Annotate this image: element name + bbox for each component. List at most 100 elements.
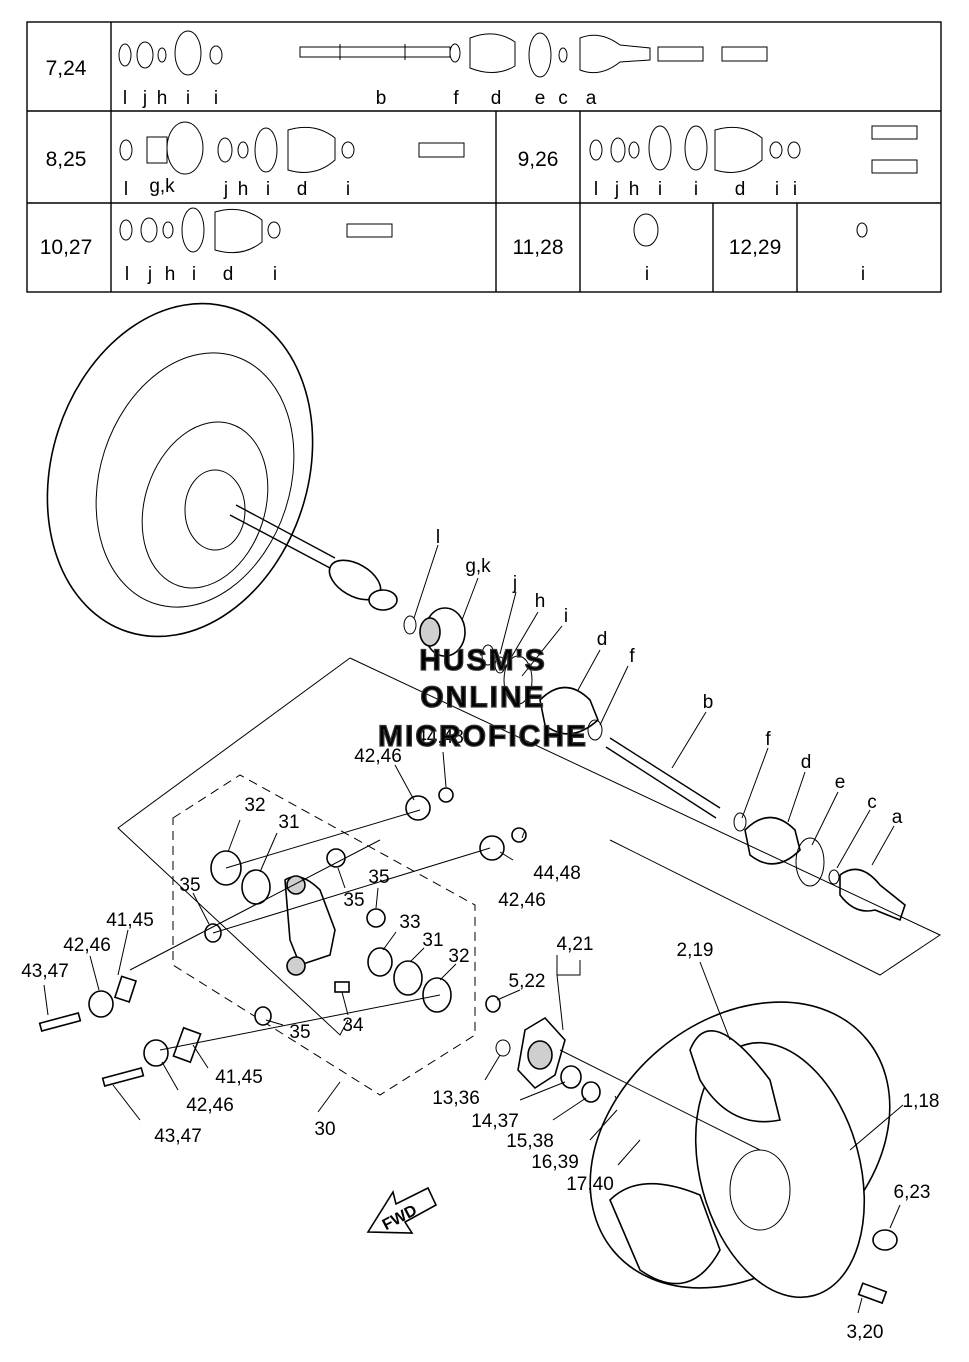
callout-31-top: 31	[278, 812, 299, 833]
callout-b: b	[703, 692, 714, 713]
hub-and-lower-wheel	[485, 995, 898, 1305]
arm-assembly	[38, 787, 527, 1088]
kit-10-27-letter-d: d	[223, 264, 234, 285]
callout-41-45-top: 41,45	[106, 910, 154, 931]
callout-34: 34	[342, 1015, 364, 1036]
callout-35-mid2: 35	[368, 867, 389, 888]
callout-44-48-right: 44,48	[533, 863, 581, 884]
callout-2-19: 2,19	[677, 940, 714, 961]
callout-15-38: 15,38	[506, 1131, 554, 1152]
callout-14-37: 14,37	[471, 1111, 519, 1132]
callout-labels: l g,k j h i d f b f d e c a 42,46 44,48 …	[21, 527, 939, 1343]
kit-9-26-letter-h: h	[629, 179, 640, 200]
kit-7-24-letter-a: a	[586, 88, 597, 109]
kit-10-27-letter-h: h	[165, 264, 176, 285]
callout-h: h	[535, 591, 546, 612]
kit-7-24-letter-h: h	[157, 88, 168, 109]
kit-9-26-letter-i3: i	[775, 179, 779, 200]
callout-42-46-left: 42,46	[63, 935, 111, 956]
callout-41-45-low: 41,45	[215, 1067, 263, 1088]
callout-gk: g,k	[465, 556, 491, 577]
callout-f1: f	[629, 646, 635, 667]
callout-44-48-top: 44,48	[416, 727, 464, 748]
callout-i: i	[564, 606, 568, 627]
callout-l: l	[436, 527, 440, 548]
callout-4-21: 4,21	[557, 934, 594, 955]
kit-10-27-letter-i2: i	[273, 264, 277, 285]
callout-c: c	[867, 792, 877, 813]
kit-9-26-letter-d: d	[735, 179, 746, 200]
callout-d1: d	[597, 629, 608, 650]
kit-8-25-letter-d: d	[297, 179, 308, 200]
kit-ref-11-28: 11,28	[513, 236, 564, 259]
watermark-line-1: HUSM'S	[419, 644, 546, 677]
callout-35-low: 35	[289, 1022, 310, 1043]
callout-31-mid: 31	[422, 930, 443, 951]
callout-16-39: 16,39	[531, 1152, 579, 1173]
fwd-arrow-icon: FWD	[366, 1186, 438, 1234]
callout-35-left: 35	[179, 875, 200, 896]
kit-9-26-parts	[589, 125, 918, 174]
kit-10-27-letter-l: l	[125, 264, 129, 285]
callout-30: 30	[314, 1119, 335, 1140]
kit-7-24-letter-c: c	[558, 88, 568, 109]
callout-5-22: 5,22	[509, 971, 546, 992]
kit-7-24-letter-i2: i	[214, 88, 218, 109]
kit-8-25-letter-i2: i	[346, 179, 350, 200]
callout-d2: d	[801, 752, 812, 773]
callout-3-20: 3,20	[847, 1322, 884, 1343]
callout-6-23: 6,23	[894, 1182, 931, 1203]
kit-10-27-parts	[119, 207, 868, 254]
callout-43-47-low: 43,47	[154, 1126, 202, 1147]
kit-7-24-letter-i: i	[186, 88, 190, 109]
kit-8-25-letter-h: h	[238, 179, 249, 200]
callout-j: j	[512, 573, 517, 594]
kit-ref-9-26: 9,26	[518, 148, 559, 171]
watermark-line-3: MICROFICHE	[378, 720, 588, 753]
kit-ref-7-24: 7,24	[46, 57, 87, 80]
kit-12-29-letter-i: i	[861, 264, 865, 285]
kit-9-26-letter-i: i	[658, 179, 662, 200]
callout-f2: f	[765, 729, 771, 750]
callout-42-46-top: 42,46	[354, 746, 402, 767]
leader-lines	[43, 544, 904, 1314]
callout-32-top: 32	[244, 795, 265, 816]
kit-9-26-letter-i4: i	[793, 179, 797, 200]
kit-8-25-letter-i: i	[266, 179, 270, 200]
kit-8-25-letter-gk: g,k	[149, 176, 175, 197]
kit-ref-8-25: 8,25	[46, 148, 87, 171]
kit-10-27-letter-i: i	[192, 264, 196, 285]
kit-7-24-letter-l: l	[123, 88, 127, 109]
callout-a: a	[892, 807, 903, 828]
watermark-line-2: ONLINE	[420, 681, 545, 714]
kit-9-26-letter-l: l	[594, 179, 598, 200]
callout-35-mid: 35	[343, 890, 364, 911]
kit-8-25-parts	[119, 121, 465, 175]
kit-8-25-letter-l: l	[124, 179, 128, 200]
kit-8-25-letter-j: j	[223, 179, 228, 200]
kit-7-24-letter-j: j	[142, 88, 147, 109]
callout-42-46-low: 42,46	[186, 1095, 234, 1116]
upper-wheel	[46, 302, 314, 638]
callout-13-36: 13,36	[432, 1088, 480, 1109]
callout-33: 33	[399, 912, 420, 933]
kit-7-24-parts	[118, 30, 768, 78]
kit-7-24-letter-b: b	[376, 88, 387, 109]
kit-10-27-letter-j: j	[147, 264, 152, 285]
kit-9-26-letter-j: j	[614, 179, 619, 200]
callout-32-mid: 32	[448, 946, 469, 967]
kit-ref-10-27: 10,27	[40, 236, 93, 259]
kit-7-24-letter-f: f	[453, 88, 459, 109]
parts-kit-table: 7,24 8,25 9,26 10,27 11,28 12,29 l j h i	[26, 21, 942, 293]
callout-e: e	[835, 772, 846, 793]
kit-7-24-letter-d: d	[491, 88, 502, 109]
watermark: HUSM'S ONLINE MICROFICHE	[377, 643, 588, 753]
kit-11-28-letter-i: i	[645, 264, 649, 285]
callout-1-18: 1,18	[903, 1091, 940, 1112]
callout-17-40: 17,40	[566, 1174, 614, 1195]
kit-7-24-letter-e: e	[535, 88, 546, 109]
kit-ref-12-29: 12,29	[729, 236, 782, 259]
callout-43-47-top: 43,47	[21, 961, 69, 982]
callout-42-46-right: 42,46	[498, 890, 546, 911]
